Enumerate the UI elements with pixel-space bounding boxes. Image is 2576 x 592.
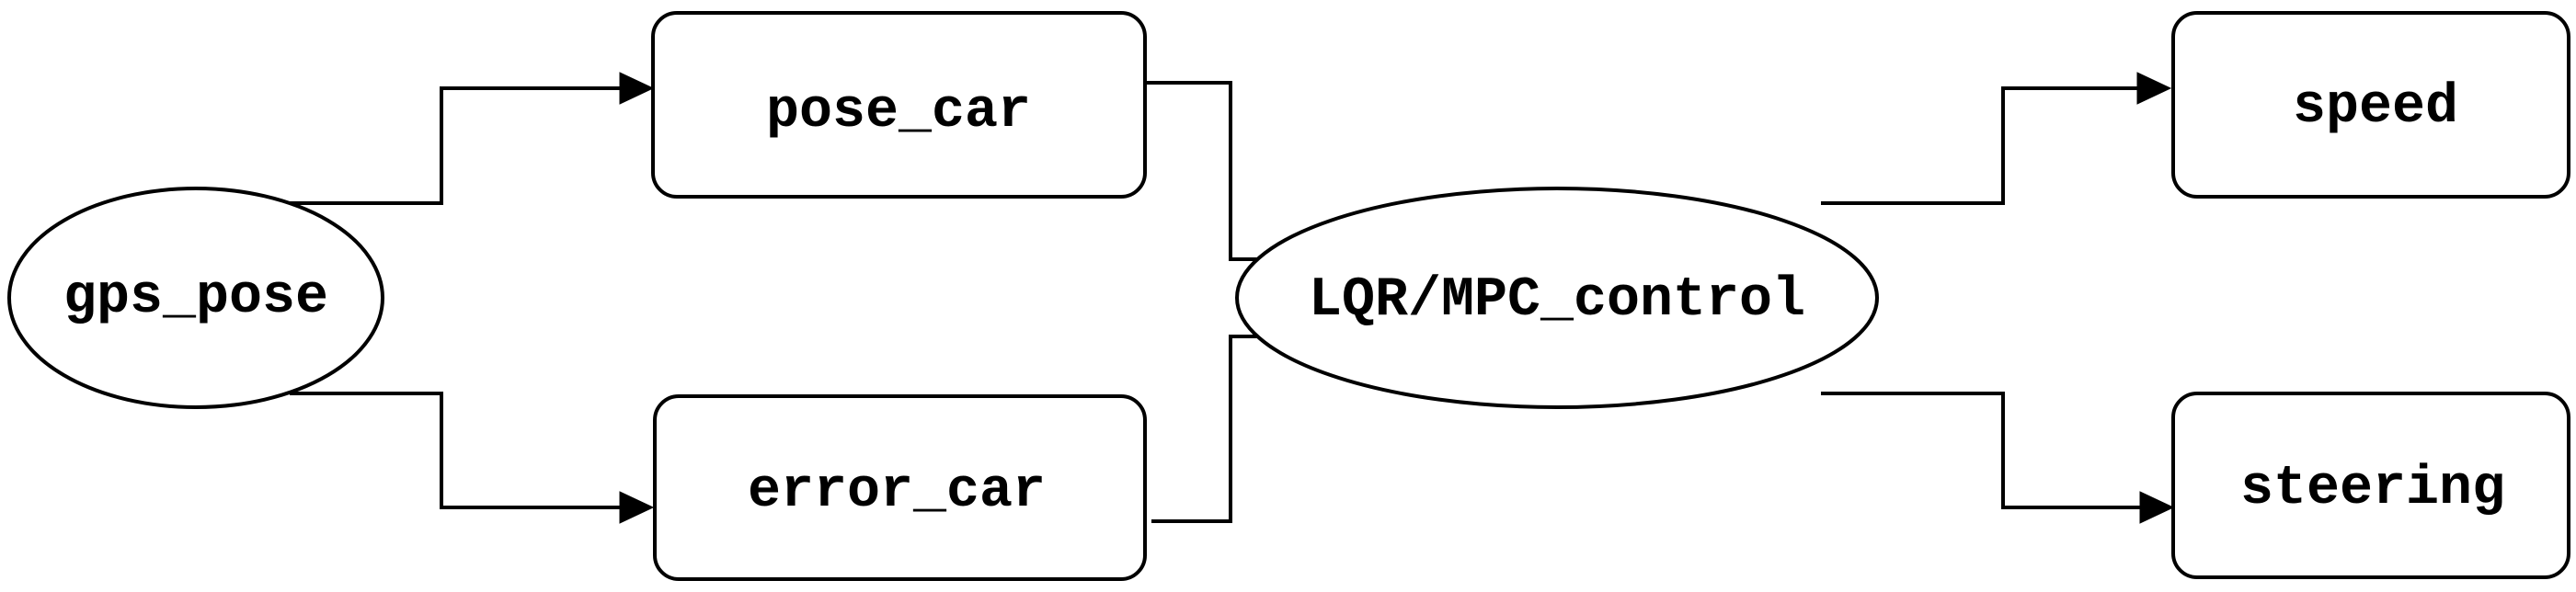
node-steering-label: steering — [2240, 458, 2505, 520]
node-lqr-mpc-control-label: LQR/MPC_control — [1309, 269, 1805, 332]
edge-gps-pose-to-pose-car — [290, 86, 625, 205]
edges — [290, 72, 2175, 524]
node-error-car: error_car — [653, 394, 1147, 581]
node-steering: steering — [2171, 392, 2570, 579]
edge-control-to-steering — [1821, 392, 2146, 509]
node-speed-label: speed — [2293, 76, 2458, 139]
node-pose-car: pose_car — [651, 11, 1147, 199]
node-speed: speed — [2171, 11, 2570, 199]
node-lqr-mpc-control: LQR/MPC_control — [1235, 187, 1879, 409]
node-error-car-label: error_car — [748, 461, 1046, 523]
node-gps-pose-label: gps_pose — [63, 267, 328, 329]
arrowhead-steering — [2139, 491, 2175, 524]
arrowhead-error-car — [619, 491, 655, 524]
arrowhead-speed — [2136, 72, 2172, 105]
node-pose-car-label: pose_car — [766, 81, 1031, 143]
node-gps-pose: gps_pose — [7, 187, 384, 409]
edge-control-to-speed — [1821, 86, 2143, 205]
edge-gps-pose-to-error-car — [290, 392, 625, 509]
edge-error-car-to-control — [1151, 335, 1320, 523]
arrowhead-pose-car — [619, 72, 655, 105]
